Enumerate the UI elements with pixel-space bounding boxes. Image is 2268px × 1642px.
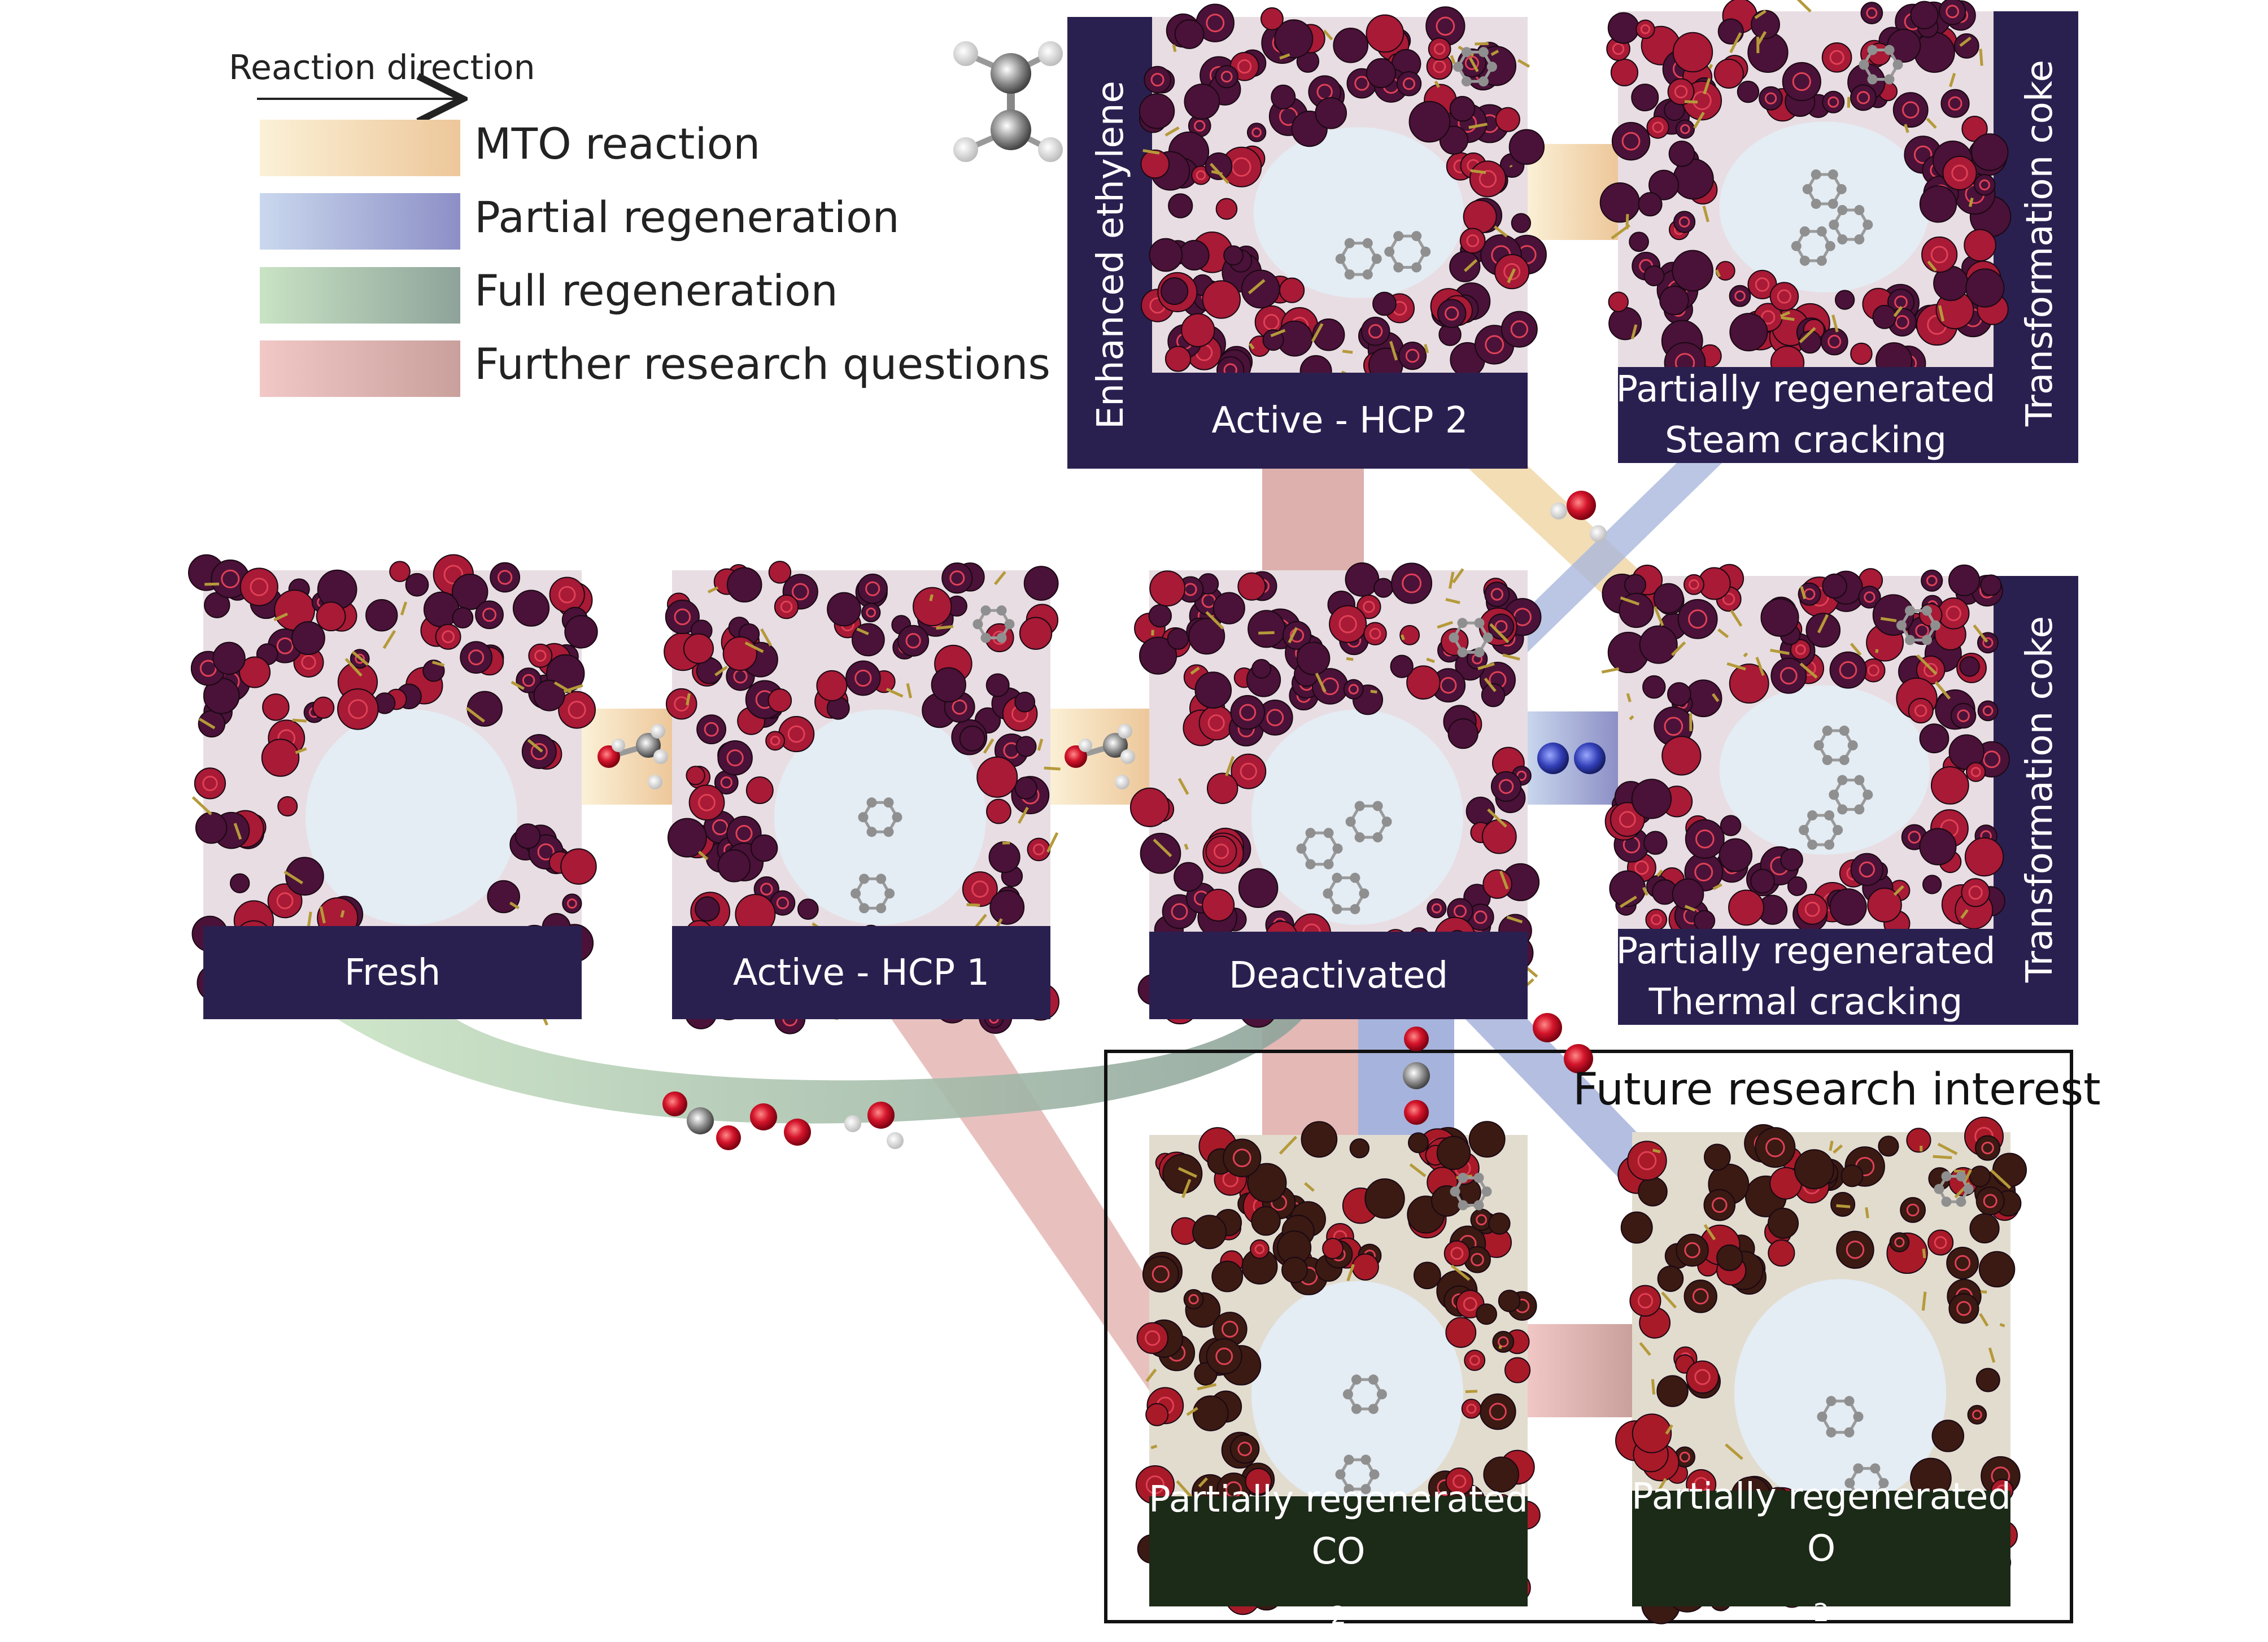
ethylene-molecule-icon bbox=[953, 41, 1063, 162]
label-thermal-line2: Thermal cracking bbox=[1649, 977, 1963, 1028]
panel-active-hcp2: Active - HCP 2 Enhanced ethylene bbox=[1067, 17, 1528, 469]
label-active-hcp2: Active - HCP 2 bbox=[1211, 395, 1468, 447]
side-label-enhanced-ethylene: Enhanced ethylene bbox=[1090, 81, 1132, 429]
legend bbox=[257, 99, 463, 397]
label-deactivated: Deactivated bbox=[1229, 950, 1448, 1002]
band-further-co2-o2 bbox=[1525, 1324, 1632, 1417]
legend-swatch-full bbox=[260, 267, 460, 324]
legend-label-partial: Partial regeneration bbox=[474, 192, 900, 242]
panel-deactivated: Deactivated bbox=[1149, 570, 1528, 1019]
zeolite-thermal-image bbox=[1618, 576, 1994, 929]
band-full-regeneration-arc bbox=[333, 1016, 1305, 1124]
caption-active-hcp1: Active - HCP 1 bbox=[672, 926, 1050, 1019]
side-label-transformation-coke-2: Transformation coke bbox=[2019, 616, 2061, 982]
caption-deactivated: Deactivated bbox=[1149, 932, 1528, 1019]
label-o2-sub: 2 bbox=[1807, 1587, 1835, 1639]
label-o2-main: O bbox=[1807, 1523, 1835, 1575]
co2-molecule-icon-1 bbox=[1403, 1027, 1430, 1125]
label-steam-line2: Steam cracking bbox=[1665, 415, 1947, 466]
label-fresh: Fresh bbox=[344, 947, 440, 999]
label-o2-line1: Partially regenerated bbox=[1632, 1471, 2011, 1523]
caption-thermal-cracking: Partially regenerated Thermal cracking bbox=[1618, 929, 1994, 1025]
legend-swatch-further bbox=[260, 340, 460, 397]
side-label-transformation-coke-1: Transformation coke bbox=[2019, 60, 2061, 426]
label-active-hcp1: Active - HCP 1 bbox=[733, 947, 989, 999]
legend-label-further: Further research questions bbox=[474, 339, 1050, 389]
label-co2-line1: Partially regenerated bbox=[1149, 1474, 1528, 1526]
label-co2-sub: 2 bbox=[1311, 1590, 1365, 1642]
future-research-title: Future research interest bbox=[1573, 1064, 2101, 1115]
legend-swatch-partial bbox=[260, 193, 460, 250]
zeolite-steam-image bbox=[1618, 11, 1994, 367]
legend-label-mto: MTO reaction bbox=[474, 119, 760, 169]
band-further-hcp2-deactivated bbox=[1262, 469, 1364, 570]
label-thermal-line1: Partially regenerated bbox=[1616, 926, 1996, 977]
panel-fresh: Fresh bbox=[203, 570, 582, 1019]
caption-steam-cracking: Partially regenerated Steam cracking bbox=[1618, 367, 1994, 463]
legend-label-full: Full regeneration bbox=[474, 265, 838, 316]
caption-fresh: Fresh bbox=[203, 926, 582, 1019]
panel-active-hcp1: Active - HCP 1 bbox=[672, 570, 1050, 1019]
panel-steam-cracking: Partially regenerated Steam cracking Tra… bbox=[1618, 11, 2078, 463]
panel-thermal-cracking: Partially regenerated Thermal cracking T… bbox=[1618, 576, 2078, 1025]
zeolite-hcp2-image bbox=[1152, 17, 1528, 373]
legend-swatch-mto bbox=[260, 120, 460, 176]
label-co2-main: CO bbox=[1311, 1526, 1365, 1578]
label-steam-line1: Partially regenerated bbox=[1616, 364, 1996, 415]
caption-active-hcp2: Active - HCP 2 bbox=[1152, 373, 1528, 469]
legend-direction-label: Reaction direction bbox=[229, 48, 535, 88]
